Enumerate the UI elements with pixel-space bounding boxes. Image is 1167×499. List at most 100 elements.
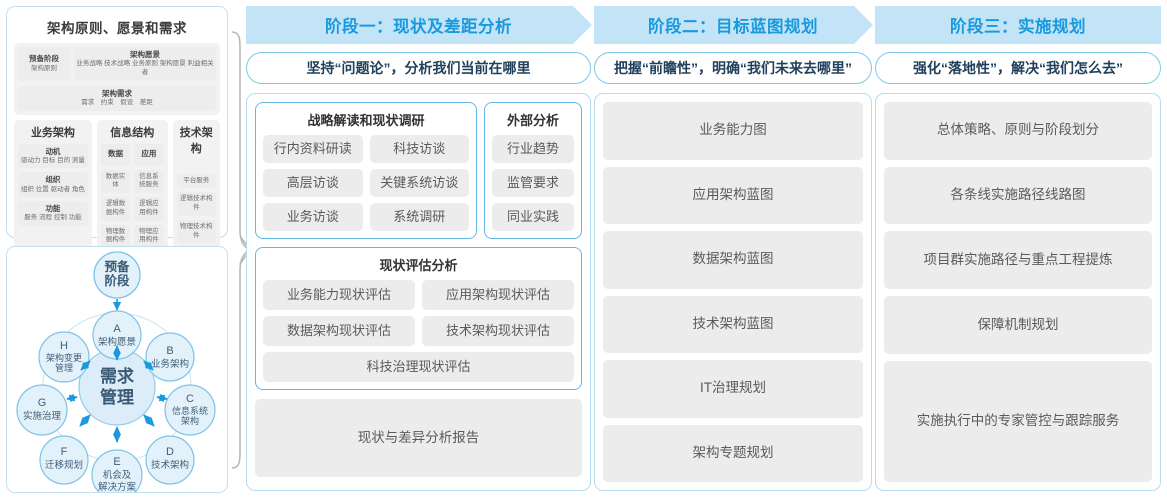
pillar-title: 业务架构 — [30, 126, 75, 139]
chip-row: 行内资料研读 科技访谈 — [263, 135, 469, 163]
phase-1-column: 阶段一：现状及差距分析 坚持“问题论”，分析我们当前在哪里 战略解读和现状调研 … — [246, 6, 610, 491]
phase-2-banner[interactable]: 阶段二：目标蓝图规划 — [573, 6, 891, 44]
cell-sub: 数据实体 — [105, 172, 126, 189]
adm-arrow-h-in — [80, 360, 91, 371]
left-column: 架构原则、愿景和需求 预备阶段 架构原则 架构愿景 业务战略 技术战略 业务原则… — [6, 6, 228, 493]
chip-item[interactable]: 高层访谈 — [263, 169, 363, 197]
adm-node-f-key: F — [61, 446, 68, 458]
adm-node-h-key: H — [60, 340, 68, 352]
cell-sub: 需求 约束 假设 差距 — [81, 98, 153, 106]
adm-node-b — [145, 332, 195, 382]
adm-node-d — [145, 435, 195, 485]
adm-node-e-label-2: 解决方案 — [98, 481, 137, 492]
adm-node-e — [91, 449, 143, 492]
adm-center-label-2: 管理 — [100, 387, 134, 407]
phase-2-column: 阶段二：目标蓝图规划 把握“前瞻性”，明确“我们未来去哪里” 业务能力图 应用架… — [573, 6, 891, 491]
chip-item[interactable]: 监管要求 — [492, 169, 574, 197]
phase-1-subtitle: 坚持“问题论”，分析我们当前在哪里 — [246, 52, 591, 84]
phase-2-banner-label: 阶段二：目标蓝图规划 — [648, 18, 818, 36]
chip-item[interactable]: 技术架构现状评估 — [422, 316, 574, 346]
cell-sub: 架构原则 — [31, 64, 57, 72]
pillar-item: 逻辑应用构件 — [134, 197, 164, 221]
togaf-title: 架构原则、愿景和需求 — [47, 21, 187, 36]
adm-node-a-key: A — [113, 323, 121, 335]
adm-node-d-key: D — [166, 446, 174, 458]
pillar-business: 业务架构 动机 驱动力 目标 目的 测量 组织 组织 位置 驱动者 角色 功能 — [14, 119, 92, 253]
cell-sub: 平台服务 — [183, 176, 210, 184]
chip-item[interactable]: 数据架构蓝图 — [603, 231, 863, 289]
togaf-cell-prep: 预备阶段 架构原则 — [18, 47, 70, 81]
adm-node-e-key: E — [113, 456, 120, 468]
chip-item[interactable]: 数据架构现状评估 — [263, 316, 415, 346]
phase-3-body: 总体策略、原则与阶段划分 各条线实施路径线路图 项目群实施路径与重点工程提炼 保… — [875, 93, 1161, 491]
chip-item[interactable]: 业务能力图 — [603, 102, 863, 160]
adm-arrow-c-in — [156, 394, 168, 403]
adm-node-c-label-2: 架构 — [181, 415, 199, 426]
chip-item[interactable]: 行业趋势 — [492, 135, 574, 163]
adm-node-c-label-1: 信息系统 — [172, 405, 208, 416]
pillar-item: 组织 组织 位置 驱动者 角色 — [18, 172, 88, 198]
phase-3-subtitle-text: 强化“落地性”，解决“我们怎么去” — [913, 60, 1123, 76]
chip-item[interactable]: 科技访谈 — [369, 135, 469, 163]
group-strategy-research: 战略解读和现状调研 行内资料研读 科技访谈 高层访谈 关键系统访谈 业务访谈 系 — [255, 102, 477, 239]
cell-head: 应用 — [141, 149, 157, 159]
chip-item[interactable]: 总体策略、原则与阶段划分 — [884, 102, 1152, 160]
cell-sub: 逻辑数据构件 — [105, 200, 126, 216]
chip-item[interactable]: 应用架构现状评估 — [422, 280, 574, 310]
chip-item[interactable]: 各条线实施路径线路图 — [884, 166, 1152, 225]
pillar-item: 数据实体 — [100, 169, 131, 194]
chip-item[interactable]: 行内资料研读 — [263, 135, 363, 163]
chip-item[interactable]: 业务访谈 — [263, 203, 363, 231]
cell-head: 组织 — [45, 175, 61, 185]
chevron-right-icon — [590, 6, 610, 44]
chip-item[interactable]: 同业实践 — [492, 203, 574, 231]
adm-node-f — [39, 435, 89, 485]
adm-node-prep-line1: 预备 — [104, 259, 130, 274]
togaf-pillars: 业务架构 动机 驱动力 目标 目的 测量 组织 组织 位置 驱动者 角色 功能 — [14, 119, 220, 253]
pillar-item: 平台服务 — [176, 173, 216, 189]
cell-head: 预备阶段 — [29, 54, 59, 64]
cell-head: 架构愿景 — [130, 50, 160, 59]
group-external-analysis: 外部分析 行业趋势 监管要求 同业实践 — [484, 102, 582, 239]
adm-arrow-b-in — [143, 360, 154, 371]
pillar-item: 物理技术构件 — [176, 219, 216, 244]
chip-item[interactable]: 科技治理现状评估 — [263, 352, 574, 382]
phase-3-banner-label: 阶段三：实施规划 — [950, 18, 1086, 36]
cell-head: 动机 — [45, 146, 61, 156]
chip-item[interactable]: IT治理规划 — [603, 360, 863, 418]
cell-sub: 业务战略 技术战略 业务原则 架构愿景 利益相关者 — [76, 60, 214, 76]
cell-sub: 逻辑应用构件 — [139, 200, 159, 216]
chip-item[interactable]: 技术架构蓝图 — [603, 295, 863, 353]
chip-item[interactable]: 系统调研 — [369, 203, 469, 231]
chip-item[interactable]: 项目群实施路径与重点工程提炼 — [884, 231, 1152, 290]
cell-sub: 物理应用构件 — [139, 227, 159, 244]
cell-sub: 驱动力 目标 目的 测量 — [20, 156, 85, 164]
togaf-framework-panel: 架构原则、愿景和需求 预备阶段 架构原则 架构愿景 业务战略 技术战略 业务原则… — [6, 6, 228, 293]
cell-sub: 组织 位置 驱动者 角色 — [20, 185, 85, 193]
phase-3-column: 阶段三：实施规划 强化“落地性”，解决“我们怎么去” 总体策略、原则与阶段划分 … — [854, 6, 1161, 491]
chip-item[interactable]: 应用架构蓝图 — [603, 166, 863, 224]
cell-head: 架构需求 — [102, 88, 132, 98]
group-title: 现状评估分析 — [379, 258, 458, 273]
chip-item[interactable]: 实施执行中的专家管控与跟踪服务 — [884, 360, 1152, 482]
pillar-item: 逻辑技术构件 — [176, 192, 216, 216]
cell-head: 功能 — [45, 204, 61, 214]
phase-2-subtitle: 把握“前瞻性”，明确“我们未来去哪里” — [594, 52, 872, 84]
adm-node-prep — [93, 251, 141, 299]
pillar-item: 动机 驱动力 目标 目的 测量 — [18, 143, 88, 169]
group-title: 外部分析 — [506, 113, 559, 128]
chip-item[interactable]: 业务能力现状评估 — [263, 280, 415, 310]
phase-1-report-chip[interactable]: 现状与差异分析报告 — [255, 399, 582, 477]
adm-node-b-label: 业务架构 — [151, 358, 189, 370]
chip-row: 数据架构现状评估 技术架构现状评估 — [263, 316, 574, 346]
pillar-item: 物理数据构件 — [100, 224, 131, 249]
chip-item[interactable]: 保障机制规划 — [884, 296, 1152, 354]
togaf-cell-requirement: 架构需求 需求 约束 假设 差距 — [18, 85, 216, 111]
chip-item[interactable]: 关键系统访谈 — [369, 169, 469, 197]
phase-1-subtitle-text: 坚持“问题论”，分析我们当前在哪里 — [306, 60, 531, 76]
phase-3-banner[interactable]: 阶段三：实施规划 — [854, 6, 1161, 44]
chip-item[interactable]: 架构专题规划 — [603, 424, 863, 482]
pillar-item: 逻辑数据构件 — [100, 197, 131, 221]
adm-cycle-panel: 需求 管理 预备 阶段 A 架构愿景 B 业务架构 — [6, 246, 228, 493]
phase-1-banner[interactable]: 阶段一：现状及差距分析 — [246, 6, 610, 44]
